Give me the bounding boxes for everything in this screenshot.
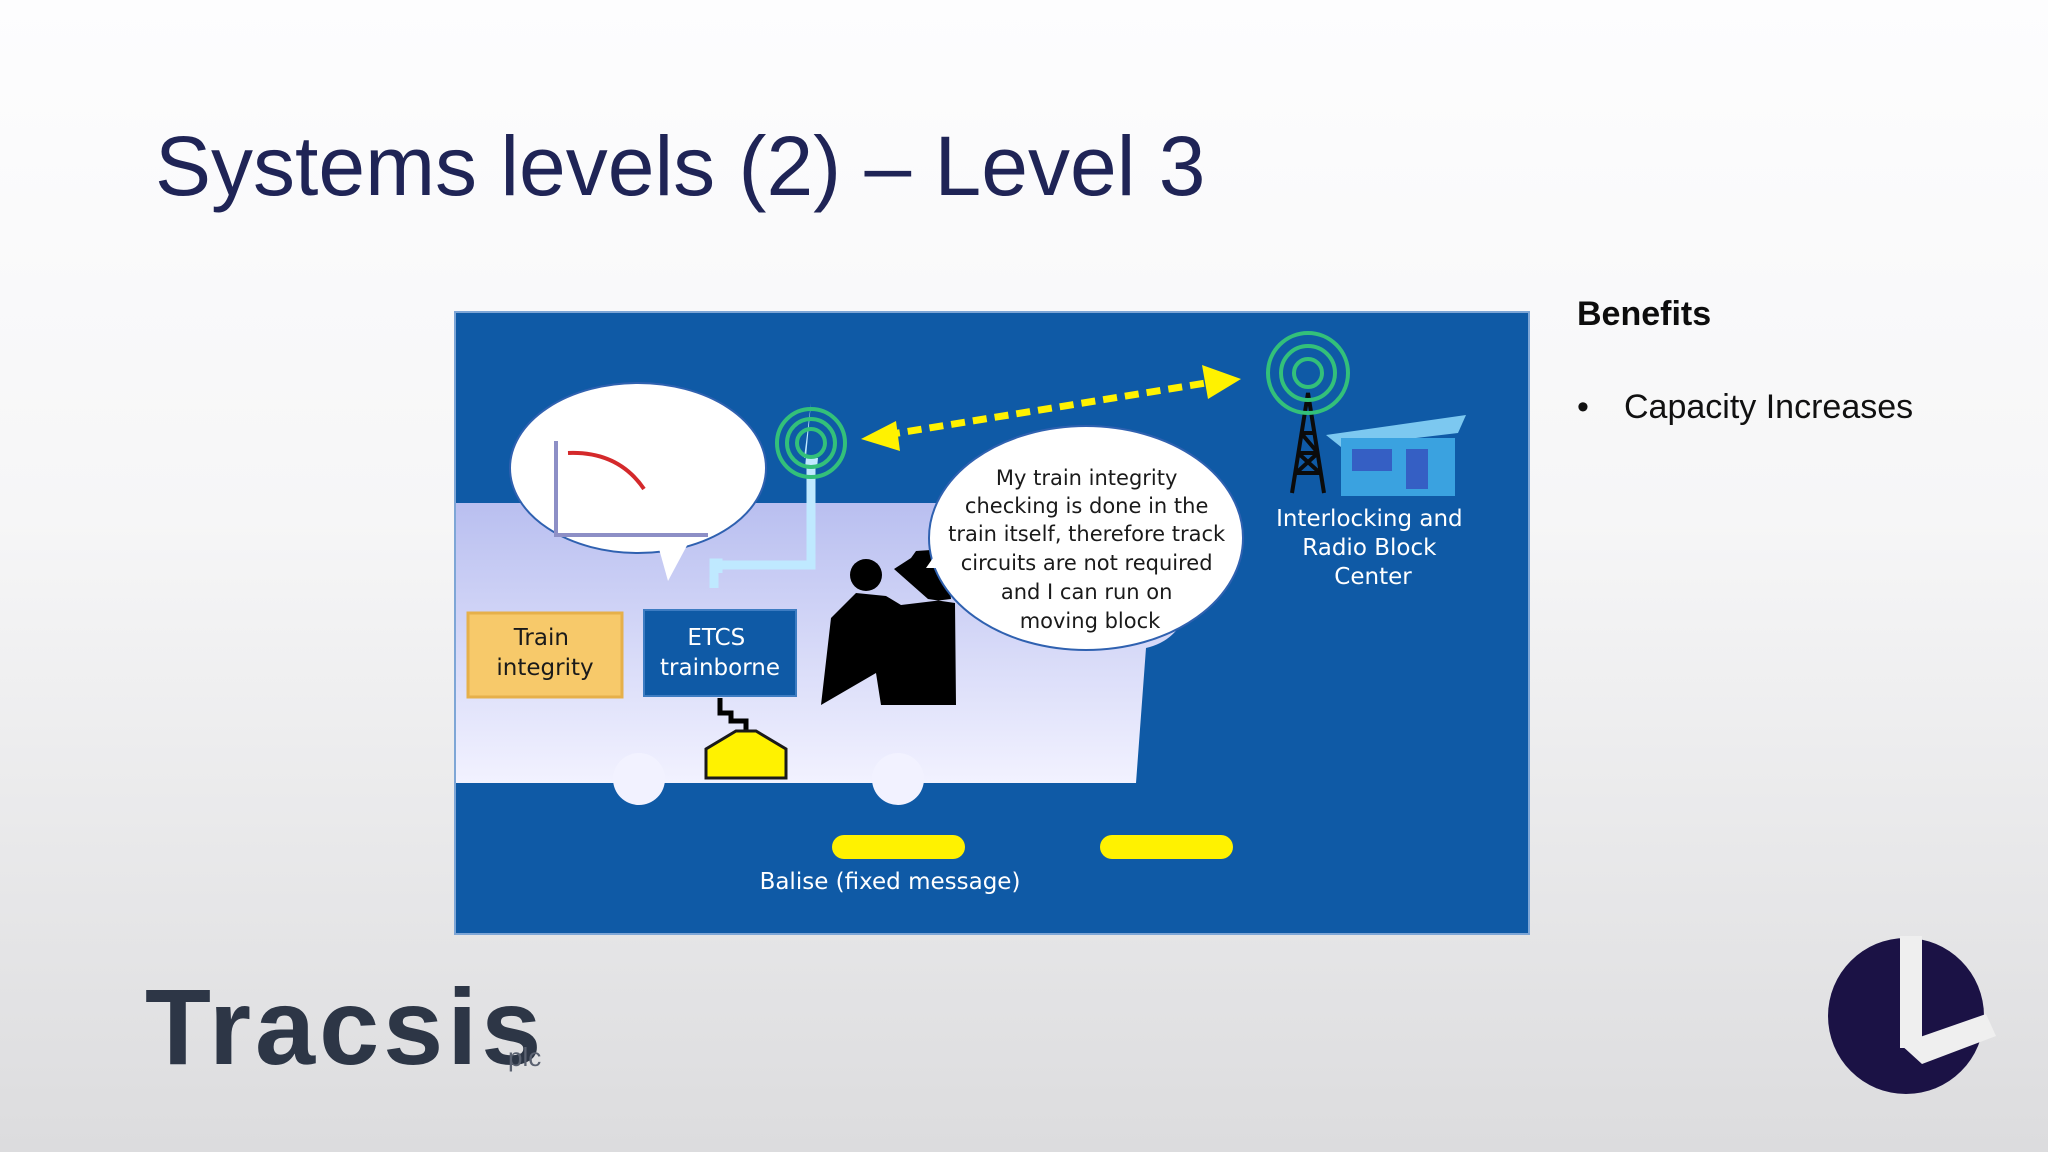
train-antenna-mast [804,403,818,468]
balise-label: Balise (fixed message) [760,869,1021,895]
etcs-trainborne-box [643,609,797,697]
train-antenna-signal-icon [775,407,847,479]
speed-axes [554,441,708,537]
train-wheel-left [613,753,665,805]
balise-reader-antenna [704,729,788,780]
balise-marker-2 [1100,835,1233,859]
balise-reader-link [717,698,749,733]
rbc-building-icon [1326,415,1466,496]
bullet-marker: • [1577,388,1589,426]
driver-speech-text: My train integrity checking is done in t… [948,466,1232,633]
antenna-feed [709,463,816,588]
speed-curve-bubble [509,382,767,554]
slide-title: Systems levels (2) – Level 3 [155,119,1206,213]
balise-marker-1 [832,835,965,859]
tracsis-logo-suffix: plc [508,1042,542,1072]
braking-curve [567,450,646,491]
train-integrity-label: Train integrity [496,625,593,681]
benefit-list-item: • Capacity Increases [1577,388,1913,427]
tracsis-logo: Tracsis [145,966,546,1087]
rbc-label: Interlocking and Radio Block Center [1276,506,1470,590]
train-integrity-box [466,611,624,699]
driver-speech-bubble [928,425,1244,651]
radio-tower-icon [1290,392,1326,494]
tracsis-brand-mark-icon [1828,936,1996,1094]
train-wheel-right [872,753,924,805]
driver-icon [821,550,956,705]
benefits-heading: Benefits [1577,295,1712,333]
etcs-level-3-diagram: Train integrity ETCS trainborne My train… [454,311,1530,935]
benefit-text: Capacity Increases [1624,388,1914,426]
etcs-trainborne-label: ETCS trainborne [660,625,780,681]
rbc-antenna-signal-icon [1266,331,1350,415]
radio-link-arrow [885,379,1207,439]
